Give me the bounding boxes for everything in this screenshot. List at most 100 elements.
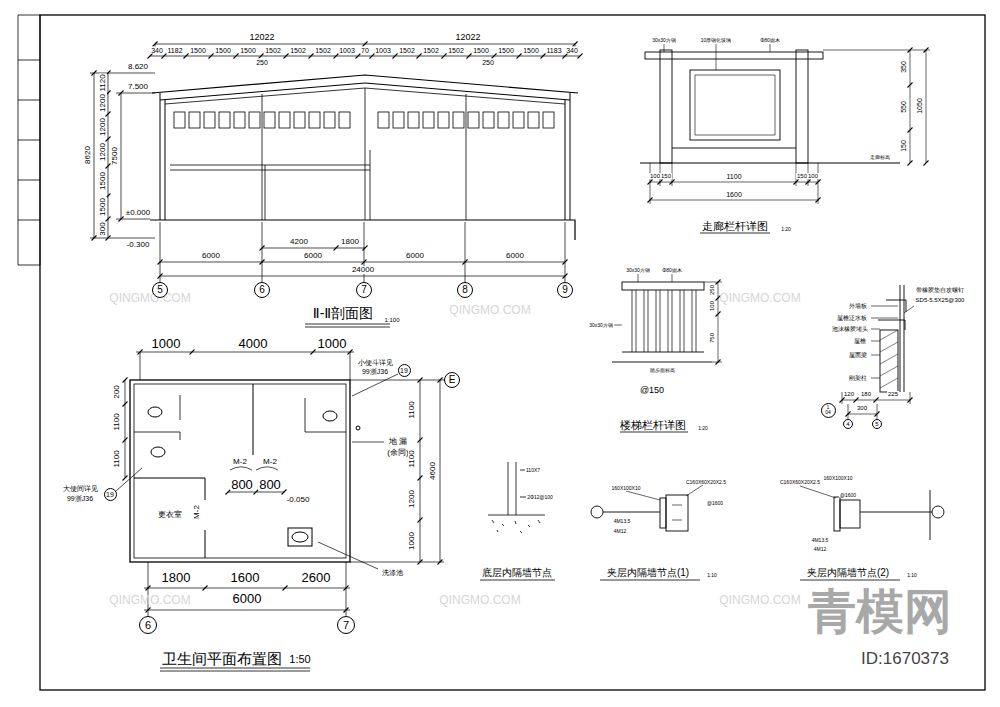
dimension-text: 1500	[497, 47, 515, 54]
dimension-tick	[418, 518, 423, 523]
window	[513, 112, 524, 128]
annotation-text: 30x30方钢	[588, 323, 614, 328]
dimension-text: 300	[856, 405, 868, 411]
dimension-tick	[418, 476, 423, 481]
dimension-text: 100	[807, 173, 819, 179]
dimension-tick	[348, 350, 353, 355]
dimension-tick	[344, 608, 349, 613]
annotation-text: 更衣室	[157, 511, 183, 519]
annotation-text: 99浙J36	[361, 368, 389, 375]
annotation-text: 屋檐泛水板	[836, 315, 868, 321]
annotation-text: (余同)	[386, 449, 409, 457]
dimension-tick	[162, 54, 167, 59]
dimension-text: @150	[639, 386, 665, 395]
dimension-tick	[716, 280, 721, 285]
dimension-tick	[209, 54, 214, 59]
axis-bubble: 6	[139, 616, 157, 634]
annotation-text: 带橡胶垫自攻螺钉	[915, 287, 965, 293]
dimension-tick	[146, 608, 151, 613]
dimension-tick	[840, 398, 845, 403]
axis-number: 4	[846, 421, 849, 427]
annotation-text: 2Φ12@100	[526, 495, 554, 500]
dimension-tick	[283, 586, 288, 591]
dimension-tick	[924, 48, 929, 53]
annotation-text: 泡沫橡胶堵头	[831, 326, 869, 332]
axis-bubble: 19	[398, 364, 411, 377]
dimension-text: 150	[900, 139, 907, 153]
dimension-text: 800	[258, 478, 282, 491]
title-strip	[18, 15, 40, 265]
sheet-frame	[40, 15, 985, 690]
dimension-text: 1003	[374, 47, 392, 54]
annotation-text: Φ80圆木	[759, 38, 781, 43]
window	[339, 112, 350, 128]
dimension-text: 1100	[408, 400, 416, 419]
window	[174, 112, 185, 128]
scale-text: 1:20	[697, 426, 709, 431]
annotation-text: 10厚钢化玻璃	[700, 38, 733, 43]
dimension-tick	[138, 350, 143, 355]
title-underline	[305, 324, 390, 327]
dimension-text: 1500	[239, 47, 257, 54]
dimension-tick	[393, 54, 398, 59]
axis-bubble: E	[444, 372, 460, 388]
level-text: 8.620	[127, 63, 149, 71]
dimension-text: 7500	[111, 146, 119, 166]
dimension-tick	[356, 54, 361, 59]
dimension-text: 1500	[522, 47, 540, 54]
toilet-plan	[130, 380, 360, 562]
watermark: QINGMO.COM	[718, 594, 801, 606]
axis-number: 04	[825, 410, 831, 415]
dimension-tick	[418, 438, 423, 443]
dimension-text: 2600	[301, 571, 332, 584]
dimension-tick	[363, 246, 368, 251]
dimension-tick	[158, 274, 163, 279]
dimension-tick	[146, 586, 151, 591]
window	[543, 112, 554, 128]
dimension-tick	[123, 378, 128, 383]
window	[528, 112, 539, 128]
dimension-tick	[874, 398, 879, 403]
window	[294, 112, 305, 128]
dimension-text: 1600	[230, 571, 261, 584]
dimension-text: 6000	[405, 252, 425, 260]
axis-number: 7	[361, 285, 367, 295]
dimension-tick	[158, 260, 163, 265]
dimension-tick	[563, 260, 568, 265]
dimension-tick	[908, 48, 913, 53]
annotation-text: M-2	[232, 458, 248, 466]
axis-number: E	[449, 375, 456, 385]
annotation-text: -0.050	[286, 496, 311, 504]
dimension-text: 1502	[447, 47, 465, 54]
window	[189, 112, 200, 128]
dimension-text: 1182	[166, 47, 183, 54]
dimension-text: 225	[887, 391, 899, 397]
dimension-ticks	[92, 42, 929, 613]
dimension-tick	[418, 560, 423, 565]
annotation-text: C160X60X20X2.5	[779, 480, 821, 485]
dimension-tick	[794, 180, 799, 185]
watermark: QINGMO.COM	[438, 594, 521, 606]
dimension-tick	[106, 137, 111, 142]
dimension-tick	[517, 54, 522, 59]
dimension-tick	[924, 161, 929, 166]
dimension-text: 8620	[84, 145, 92, 165]
dimension-tick	[908, 398, 913, 403]
dimension-tick	[203, 586, 208, 591]
dimension-tick	[284, 54, 289, 59]
annotation-text: C160X60X20X2.5	[685, 480, 727, 485]
window	[219, 112, 230, 128]
dimension-text: 1200	[99, 93, 107, 113]
axis-number: 7	[343, 620, 349, 631]
annotation-text: @1600	[839, 493, 857, 498]
leader-lines	[116, 374, 398, 569]
scale-text: 1:10	[906, 573, 918, 578]
dimension-tick	[92, 236, 97, 241]
annotation-text: 4M12	[613, 529, 628, 534]
dimension-text: 6000	[303, 252, 323, 260]
dimension-tick	[908, 83, 913, 88]
axis-bubble: 9	[557, 282, 573, 298]
annotation-text: 踏步面标高	[649, 368, 676, 373]
window	[498, 112, 509, 128]
